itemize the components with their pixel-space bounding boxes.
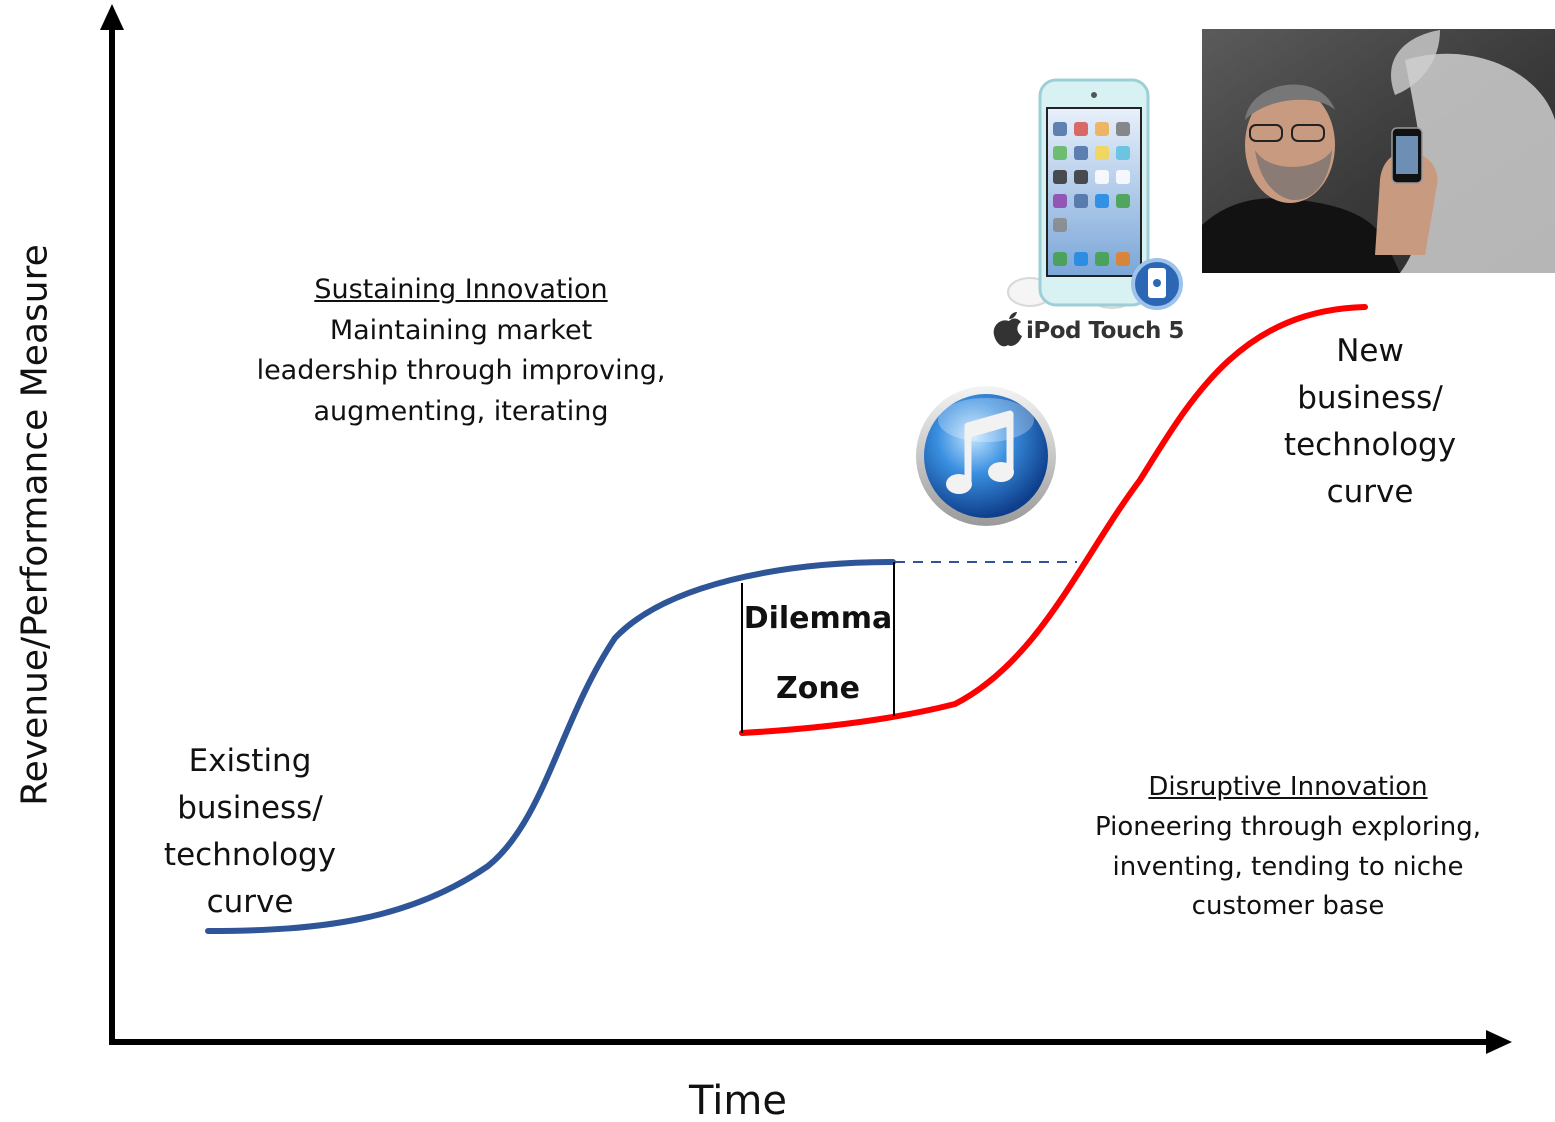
sustaining-innovation-text: Sustaining Innovation Maintaining market… <box>255 270 667 432</box>
sustaining-line-3: augmenting, iterating <box>313 395 609 427</box>
new-line-1: New <box>1336 333 1404 369</box>
existing-line-4: curve <box>206 884 294 921</box>
existing-curve-label: Existing business/ technology curve <box>140 738 360 926</box>
ipod-touch-label: iPod Touch 5 <box>1026 318 1184 344</box>
sustaining-line-1: Maintaining market <box>329 314 593 346</box>
dilemma-zone-label-2: Zone <box>775 671 861 706</box>
new-line-3: technology <box>1283 427 1457 464</box>
ipod-touch-image <box>993 78 1183 347</box>
x-axis-arrowhead <box>1486 1030 1512 1054</box>
new-s-curve <box>739 304 1368 736</box>
dilemma-zone-label-1: Dilemma <box>743 601 893 636</box>
new-line-2: business/ <box>1297 380 1443 417</box>
existing-line-2: business/ <box>177 790 323 827</box>
sustaining-line-2: leadership through improving, <box>256 355 666 386</box>
itunes-icon <box>916 386 1056 526</box>
ipod-app-grid <box>1053 122 1130 266</box>
disruptive-line-3: customer base <box>1191 891 1385 922</box>
disruptive-line-2: inventing, tending to niche <box>1112 851 1464 882</box>
disruptive-line-1: Pioneering through exploring, <box>1094 811 1481 842</box>
existing-line-3: technology <box>163 837 337 874</box>
new-line-4: curve <box>1326 474 1414 511</box>
apple-logo-icon <box>993 312 1022 347</box>
disruptive-title: Disruptive Innovation <box>1148 772 1428 802</box>
photo-person-holding-iphone <box>1202 29 1555 273</box>
dilemma-zone-box <box>741 562 895 733</box>
y-axis-label: Revenue/Performance Measure <box>14 244 56 806</box>
disruptive-innovation-text: Disruptive Innovation Pioneering through… <box>1070 768 1506 927</box>
axes <box>100 4 1512 1054</box>
y-axis-arrowhead <box>100 4 124 30</box>
existing-s-curve <box>205 559 896 934</box>
existing-line-1: Existing <box>188 743 312 779</box>
new-curve-label: New business/ technology curve <box>1260 328 1480 516</box>
x-axis-label: Time <box>689 1078 787 1122</box>
sustaining-title: Sustaining Innovation <box>314 274 608 305</box>
